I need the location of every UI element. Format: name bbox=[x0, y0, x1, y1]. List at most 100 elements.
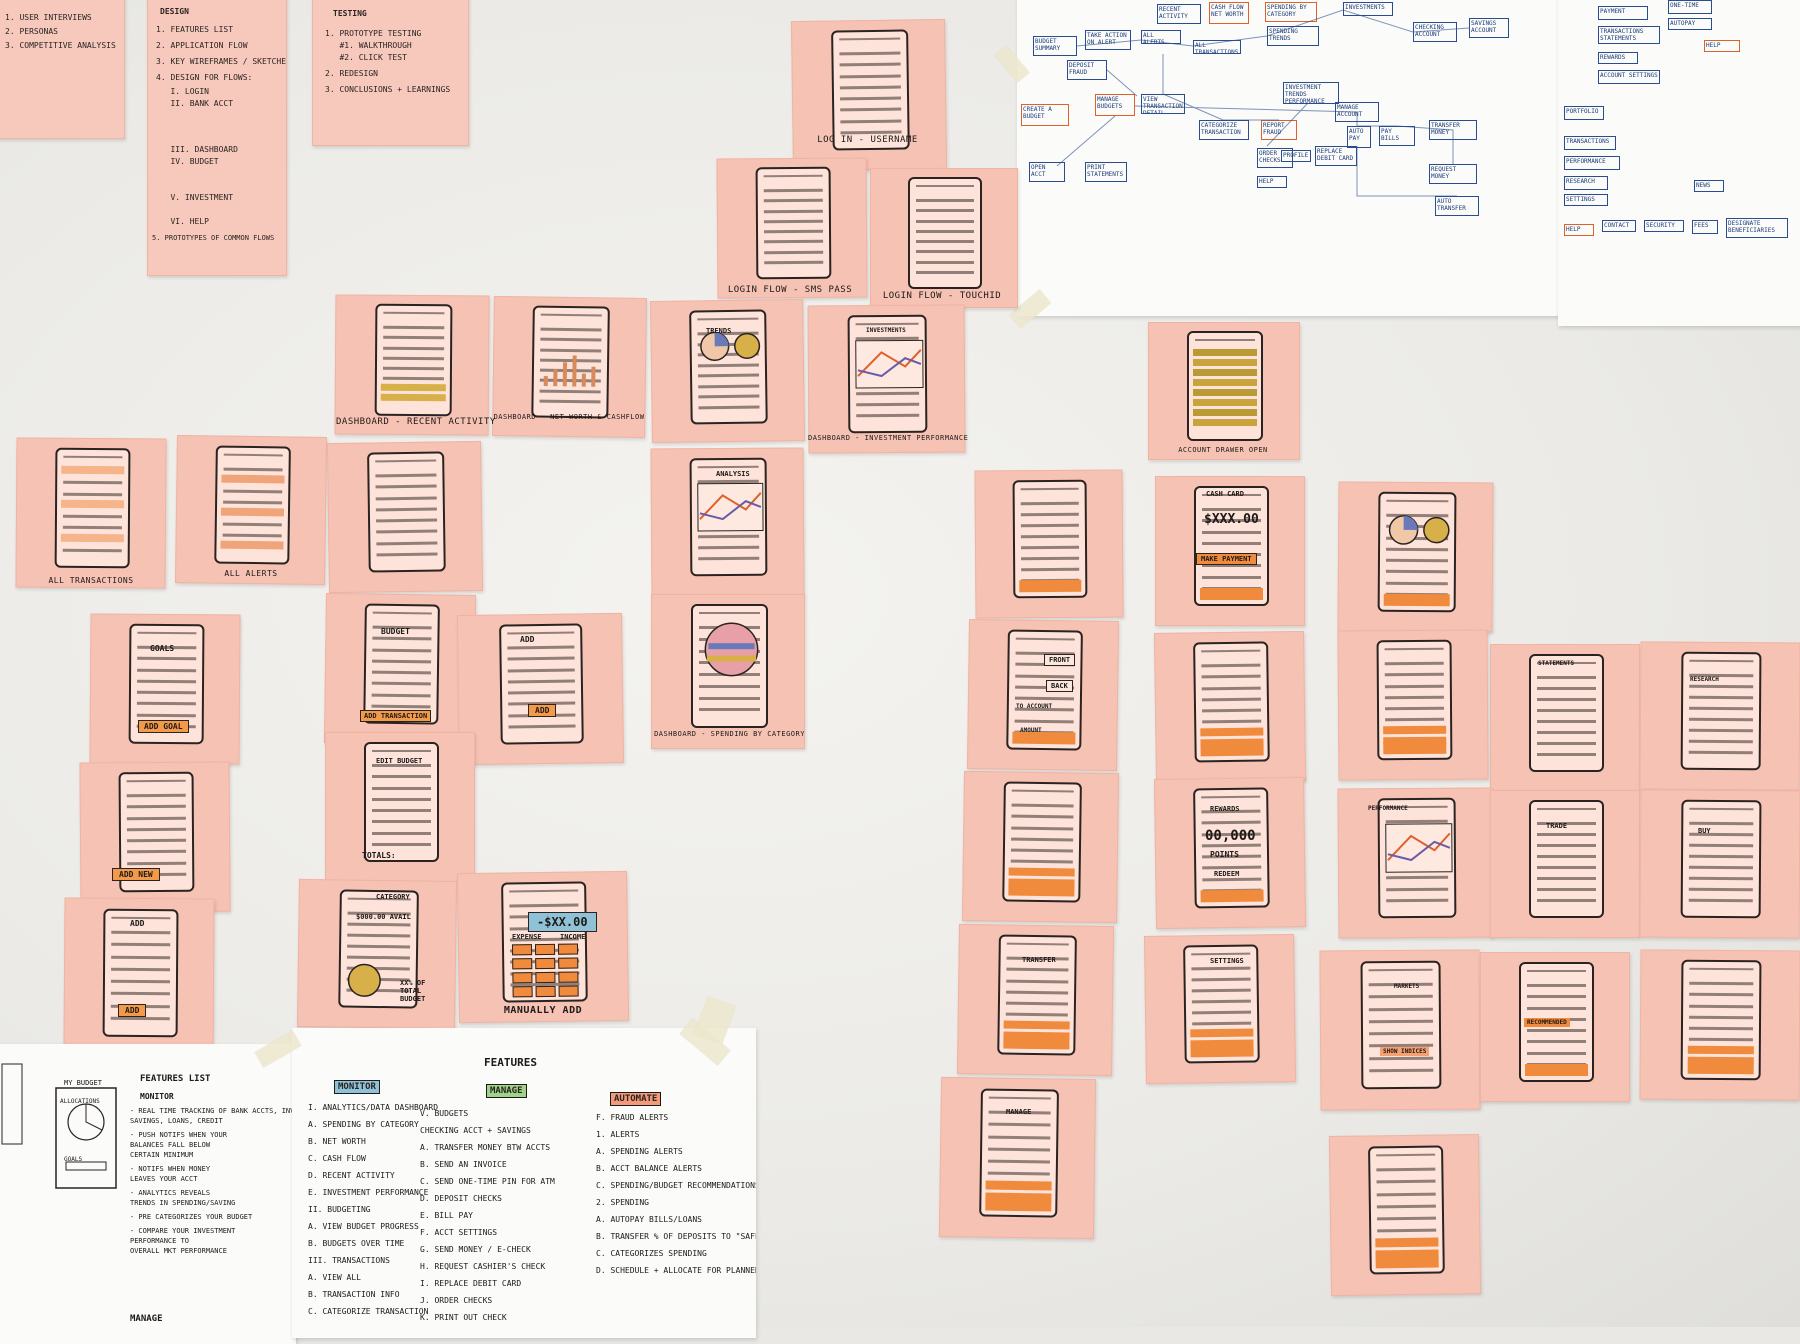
phone-wireframe bbox=[338, 889, 419, 1009]
row-line bbox=[1011, 814, 1074, 819]
flow-box: MANAGE BUDGETS bbox=[1095, 94, 1135, 116]
row-line bbox=[915, 199, 975, 202]
research-title: RESEARCH bbox=[1690, 676, 1719, 683]
monitor-item: E. INVESTMENT PERFORMANCE bbox=[308, 1188, 429, 1197]
row-line bbox=[1536, 899, 1597, 902]
caption-dash-investment: DASHBOARD - INVESTMENT PERFORMANCE bbox=[808, 434, 969, 442]
points-label: POINTS bbox=[1210, 850, 1239, 859]
status-bar bbox=[1689, 659, 1754, 663]
redeem-label[interactable]: REDEEM bbox=[1214, 870, 1240, 878]
make-payment-button[interactable]: MAKE PAYMENT bbox=[1196, 553, 1257, 565]
add-new-button[interactable]: ADD NEW bbox=[112, 868, 160, 881]
row-line bbox=[1369, 1068, 1434, 1072]
to-account-field[interactable]: TO ACCOUNT bbox=[1016, 703, 1053, 710]
row-line bbox=[1384, 718, 1445, 722]
amount-field[interactable]: AMOUNT bbox=[1020, 727, 1042, 734]
status-bar bbox=[1006, 942, 1069, 946]
phone-wireframe bbox=[689, 309, 768, 425]
phone-wireframe bbox=[367, 451, 446, 573]
row-line bbox=[371, 648, 432, 652]
add-transaction-button[interactable]: ADD TRANSACTION bbox=[360, 710, 432, 722]
phone-wireframe bbox=[102, 908, 179, 1038]
row-line bbox=[1201, 708, 1262, 713]
row-line bbox=[1688, 750, 1753, 755]
status-bar bbox=[1200, 795, 1261, 799]
of-total-budget: XX% OF TOTAL BUDGET bbox=[400, 979, 426, 1003]
row-line bbox=[1201, 820, 1261, 825]
sketch-chart bbox=[700, 331, 761, 361]
row-line bbox=[1201, 663, 1261, 668]
row-line bbox=[1689, 854, 1753, 859]
row-line bbox=[763, 188, 824, 193]
sticky-note bbox=[966, 618, 1120, 772]
row-line bbox=[382, 356, 445, 360]
add-goal-button[interactable]: ADD GOAL bbox=[138, 720, 189, 733]
phone-wireframe bbox=[531, 305, 610, 419]
row-line bbox=[1384, 661, 1445, 666]
flow-box: REQUEST MONEY bbox=[1429, 164, 1477, 184]
income-tab[interactable]: INCOME bbox=[560, 933, 586, 941]
filled-row bbox=[1193, 399, 1257, 406]
row-line bbox=[371, 764, 432, 767]
features-list-line: - PRE CATEGORIZES YOUR BUDGET bbox=[130, 1213, 253, 1221]
status-bar bbox=[1689, 967, 1754, 971]
row-line bbox=[126, 805, 187, 809]
status-bar bbox=[1368, 968, 1433, 972]
flow-box: DESIGNATE BENEFICIARIES bbox=[1726, 218, 1788, 238]
row-line bbox=[382, 366, 445, 371]
row-line bbox=[1526, 1029, 1587, 1032]
row-line bbox=[371, 693, 431, 697]
keypad-key bbox=[558, 957, 579, 969]
row-line bbox=[375, 518, 438, 523]
row-line bbox=[987, 1159, 1051, 1164]
row-line bbox=[839, 62, 901, 67]
design-line: 3. KEY WIREFRAMES / SKETCHES bbox=[156, 57, 287, 66]
sticky-note bbox=[456, 870, 630, 1024]
row-line bbox=[1384, 684, 1445, 688]
row-line bbox=[839, 51, 901, 56]
filled-row bbox=[1383, 725, 1446, 734]
back-button[interactable]: BACK bbox=[1046, 680, 1073, 692]
caption-dash-recent: DASHBOARD - RECENT ACTIVITY bbox=[336, 417, 496, 427]
status-bar bbox=[1011, 789, 1074, 793]
monitor-item: II. BUDGETING bbox=[308, 1205, 371, 1214]
automate-item: D. SCHEDULE + ALLOCATE FOR PLANNED EXPEN… bbox=[596, 1266, 756, 1275]
row-line bbox=[1020, 534, 1080, 539]
add-screen-button[interactable]: ADD bbox=[528, 704, 557, 717]
row-line bbox=[1369, 1056, 1434, 1060]
features-list-sheet: FEATURES LIST MONITOR - REAL TIME TRACKI… bbox=[0, 1044, 296, 1344]
sticky-note bbox=[1490, 790, 1640, 938]
add-confirm-button[interactable]: ADD bbox=[118, 1004, 147, 1017]
sticky-note bbox=[938, 1076, 1097, 1240]
flow-box: HELP bbox=[1704, 40, 1740, 52]
sketch-chart bbox=[855, 339, 924, 389]
flow-box: SECURITY bbox=[1644, 220, 1684, 232]
monitor-item: III. TRANSACTIONS bbox=[308, 1256, 390, 1265]
row-line bbox=[223, 467, 283, 472]
filled-row bbox=[1009, 867, 1075, 877]
flow-box: PROFILE bbox=[1281, 150, 1311, 162]
flow-box: DEPOSIT FRAUD bbox=[1067, 60, 1107, 80]
keypad-key bbox=[535, 957, 556, 970]
features-list-line: - REAL TIME TRACKING OF BANK ACCTS, INVE… bbox=[130, 1107, 296, 1115]
sticky-note bbox=[1490, 644, 1640, 792]
row-line bbox=[126, 827, 187, 831]
row-line bbox=[1011, 803, 1074, 808]
row-line bbox=[1201, 530, 1262, 534]
phone-wireframe bbox=[1376, 639, 1453, 761]
sticky-note bbox=[956, 923, 1115, 1077]
row-line bbox=[375, 473, 437, 478]
row-line bbox=[110, 1016, 171, 1020]
row-line bbox=[840, 130, 902, 135]
recommended-button[interactable]: RECOMMENDED bbox=[1524, 1018, 1570, 1027]
monitor-item: A. VIEW ALL bbox=[308, 1273, 361, 1282]
status-bar bbox=[1689, 807, 1754, 811]
row-line bbox=[371, 797, 432, 801]
row-line bbox=[1689, 981, 1754, 986]
manage-item: J. ORDER CHECKS bbox=[420, 1296, 493, 1305]
expense-tab[interactable]: EXPENSE bbox=[512, 933, 542, 941]
phone-wireframe bbox=[1529, 654, 1604, 772]
front-button[interactable]: FRONT bbox=[1044, 654, 1076, 666]
testing-line: 2. REDESIGN bbox=[325, 69, 378, 78]
show-indices-button[interactable]: SHOW INDICES bbox=[1380, 1047, 1430, 1056]
